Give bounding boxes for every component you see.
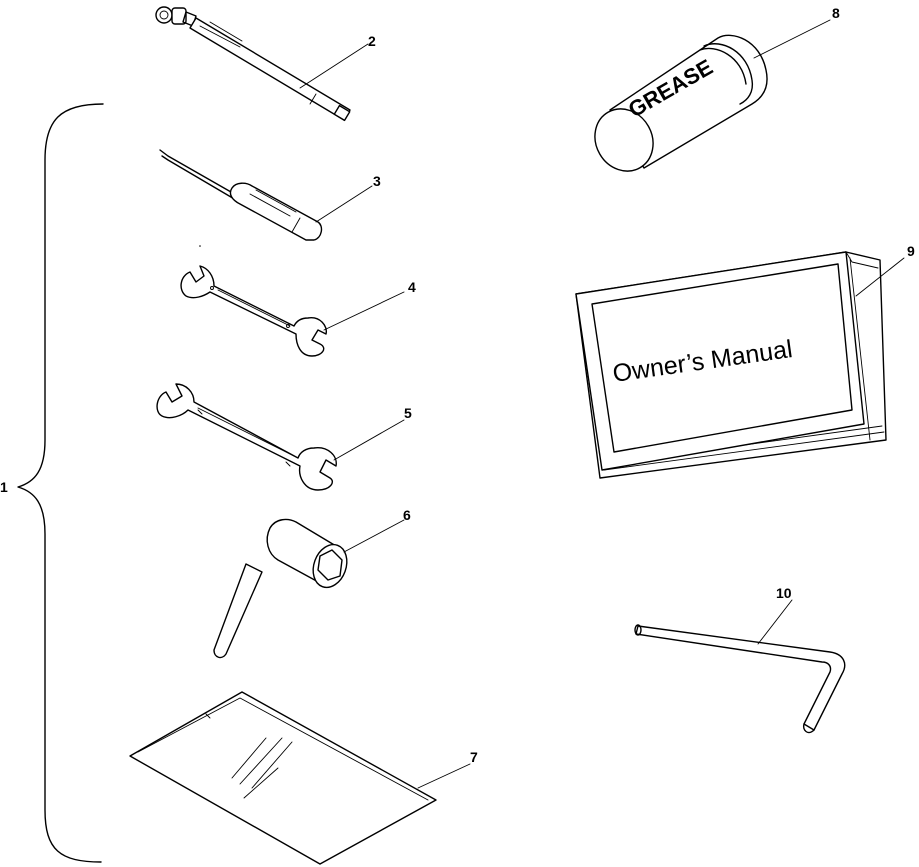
owners-manual: Owner’s Manual [575, 251, 905, 479]
grease-tube: GREASE [594, 19, 831, 172]
callout-4: 4 [408, 279, 416, 295]
socket-wrench [213, 518, 405, 659]
plastic-bag [129, 691, 471, 865]
callout-9: 9 [907, 243, 915, 259]
callout-10: 10 [776, 585, 792, 601]
wrench-large [156, 383, 405, 491]
tire-gauge [155, 6, 369, 122]
callout-7: 7 [470, 749, 478, 765]
callout-3: 3 [373, 173, 381, 189]
callout-5: 5 [404, 405, 412, 421]
callout-2: 2 [368, 33, 376, 49]
callout-8: 8 [832, 5, 840, 21]
callout-1: 1 [0, 479, 8, 495]
wrench-small [180, 265, 405, 357]
hex-key [634, 599, 846, 734]
screwdriver [159, 149, 373, 247]
group-brace [17, 103, 104, 863]
callout-6: 6 [403, 507, 411, 523]
